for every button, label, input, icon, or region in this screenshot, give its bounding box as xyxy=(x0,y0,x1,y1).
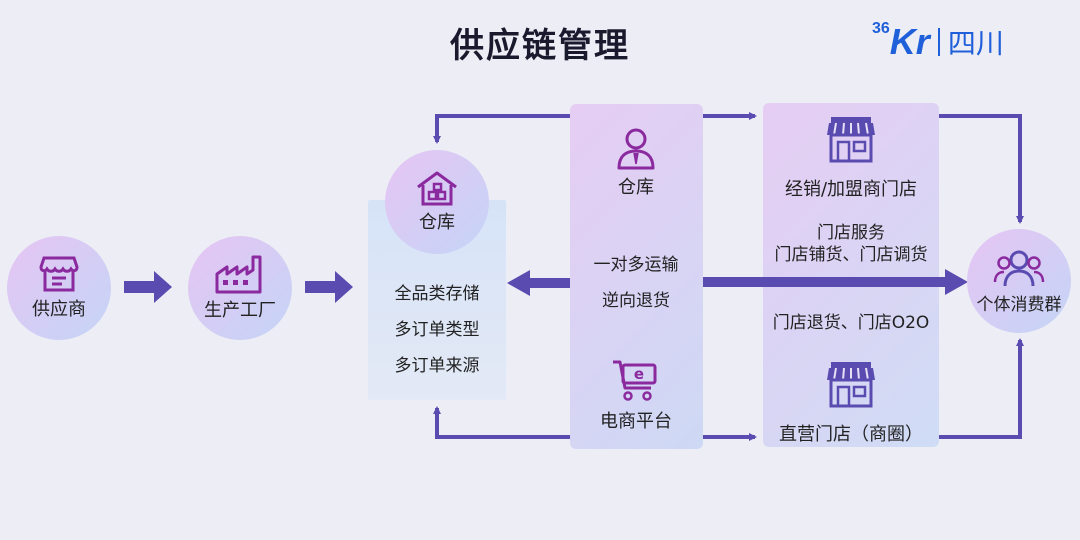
arrow-factory-to-warehouse xyxy=(305,271,353,303)
dealer-store-label: 经销/加盟商门店 xyxy=(784,179,918,200)
storefront-icon xyxy=(39,256,79,292)
bottom-route-to-consumers xyxy=(939,338,1024,439)
middle-bottom-label: 电商平台 xyxy=(600,411,672,432)
warehouse-staff-icon xyxy=(617,128,655,170)
warehouse-house-icon xyxy=(417,171,457,206)
store-service-detail: 门店铺货、门店调货 xyxy=(774,245,928,265)
bottom-loop-to-warehouse xyxy=(433,406,570,439)
middle-top-label: 仓库 xyxy=(618,177,654,198)
svg-text:e: e xyxy=(634,365,644,383)
dealer-store-icon xyxy=(827,117,875,163)
warehouse-feature-3: 多订单来源 xyxy=(394,356,480,376)
supplier-label: 供应商 xyxy=(32,299,86,320)
logo-region: 四川 xyxy=(947,27,1004,60)
logo-number: 36 xyxy=(872,20,890,37)
warehouse-feature-2: 多订单类型 xyxy=(394,320,480,340)
arrow-to-warehouse-panel xyxy=(507,270,570,296)
direct-store-icon xyxy=(827,362,875,408)
arrow-supplier-to-factory xyxy=(124,271,172,303)
factory-icon xyxy=(215,255,262,294)
logo-divider xyxy=(937,28,940,56)
direct-store-label: 直营门店（商圈） xyxy=(779,424,923,445)
warehouse-feature-1: 全品类存储 xyxy=(394,284,480,304)
warehouse-label: 仓库 xyxy=(419,212,455,233)
consumers-node: 个体消费群 xyxy=(967,229,1071,333)
arrow-to-consumers xyxy=(703,269,968,295)
logo-letters: Kr xyxy=(889,21,930,62)
supplier-node: 供应商 xyxy=(7,236,111,340)
user-group-icon xyxy=(993,250,1045,286)
top-loop-to-warehouse xyxy=(433,114,570,144)
middle-line-2: 逆向退货 xyxy=(602,291,670,311)
factory-label: 生产工厂 xyxy=(204,300,276,321)
shopping-cart-icon: e xyxy=(613,360,657,401)
top-route-to-consumers xyxy=(939,114,1024,224)
store-return-line: 门店退货、门店O2O xyxy=(772,313,930,333)
warehouse-node: 仓库 xyxy=(385,150,489,254)
store-service-title: 门店服务 xyxy=(817,223,885,243)
page-title: 供应链管理 xyxy=(450,26,630,66)
brand-logo: 36 Kr 四川 xyxy=(872,20,1004,62)
middle-line-1: 一对多运输 xyxy=(593,255,679,275)
consumers-label: 个体消费群 xyxy=(976,294,1062,315)
factory-node: 生产工厂 xyxy=(188,236,292,340)
